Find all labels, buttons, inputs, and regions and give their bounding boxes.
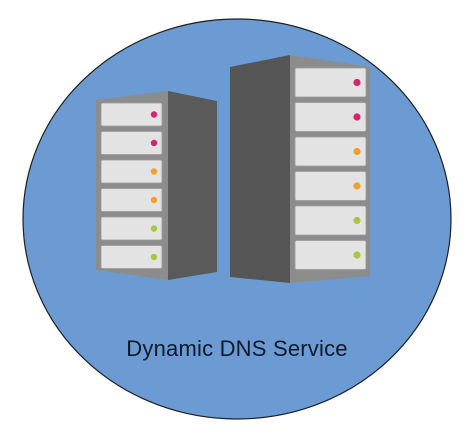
status-led-orange (353, 147, 361, 156)
drive-bay (294, 171, 367, 201)
drive-bay (294, 102, 367, 132)
right-server-icon (230, 55, 370, 283)
status-led-pink (150, 139, 158, 147)
drive-bay (294, 205, 367, 236)
drive-bay (100, 131, 163, 155)
status-led-green (353, 216, 361, 225)
status-led-green (150, 253, 158, 261)
status-led-pink (150, 111, 158, 118)
status-led-pink (353, 78, 361, 87)
status-led-green (353, 251, 361, 259)
status-led-pink (353, 113, 361, 121)
drive-bay (294, 136, 367, 167)
right-server-side (230, 55, 290, 283)
status-led-orange (150, 196, 158, 204)
left-server-bays (100, 102, 163, 269)
drive-bay (100, 188, 163, 212)
drive-bay (100, 159, 163, 184)
status-led-orange (150, 168, 158, 175)
drive-bay (294, 240, 367, 270)
status-led-orange (353, 182, 361, 190)
status-led-green (150, 225, 158, 232)
drive-bay (294, 67, 367, 98)
drive-bay (100, 245, 163, 269)
drive-bay (100, 102, 163, 127)
left-server-side (168, 91, 217, 280)
drive-bay (100, 216, 163, 241)
right-server-bays (294, 67, 367, 270)
left-server-icon (96, 91, 217, 280)
caption-label: Dynamic DNS Service (126, 336, 348, 361)
